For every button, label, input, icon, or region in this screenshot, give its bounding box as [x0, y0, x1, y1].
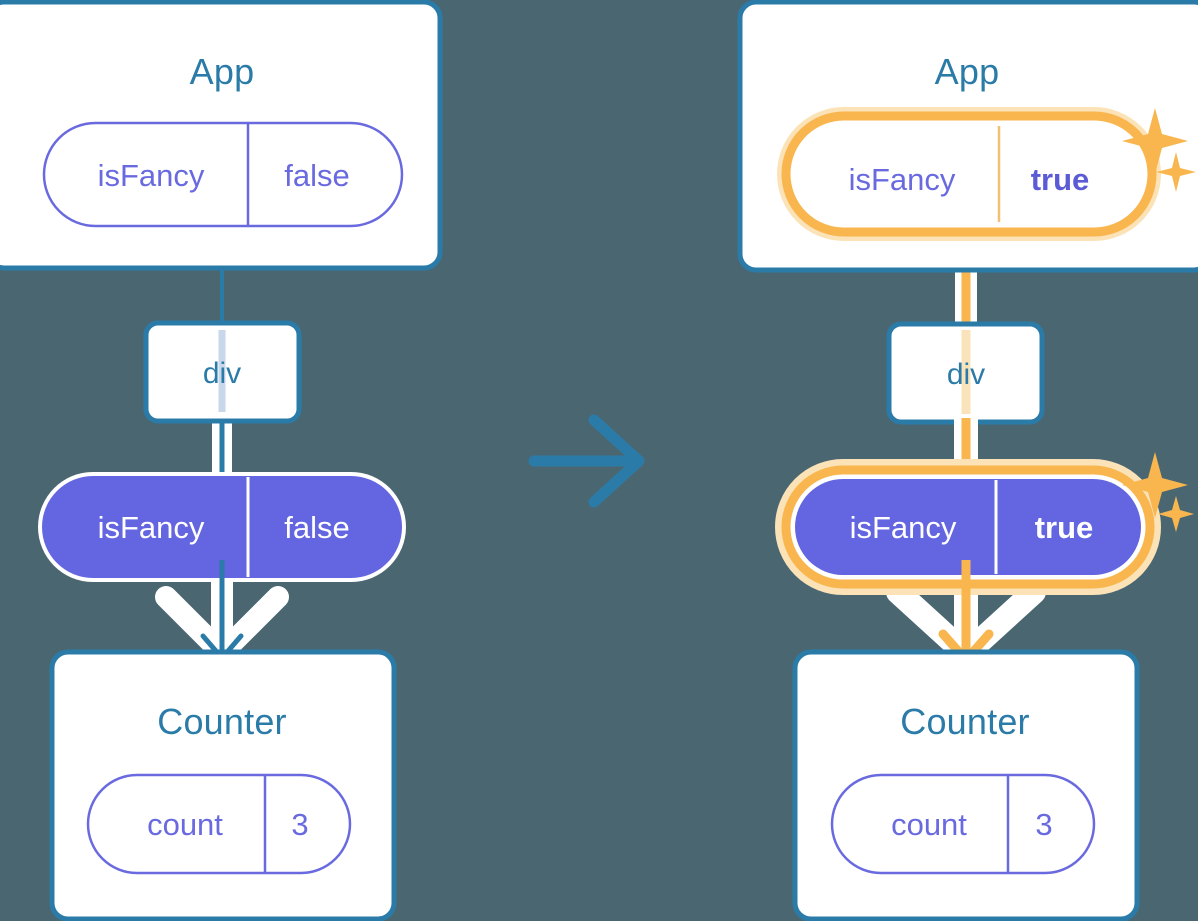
sparkle-small-icon-prop: [1158, 496, 1194, 532]
counter-state-pill-after: [830, 773, 1096, 875]
sparkle-small-icon-app: [1156, 152, 1196, 192]
prop-pill-before: [42, 476, 402, 578]
app-state-pill-ring-after: [781, 111, 1157, 237]
sparkle-large-icon-app: [1122, 108, 1188, 174]
transition-arrow-icon: [528, 414, 645, 508]
counter-state-pill-before: [86, 773, 352, 875]
prop-pill-after: [795, 479, 1141, 575]
app-state-pill-before: [42, 121, 404, 228]
sparkle-large-icon-prop: [1122, 452, 1188, 518]
